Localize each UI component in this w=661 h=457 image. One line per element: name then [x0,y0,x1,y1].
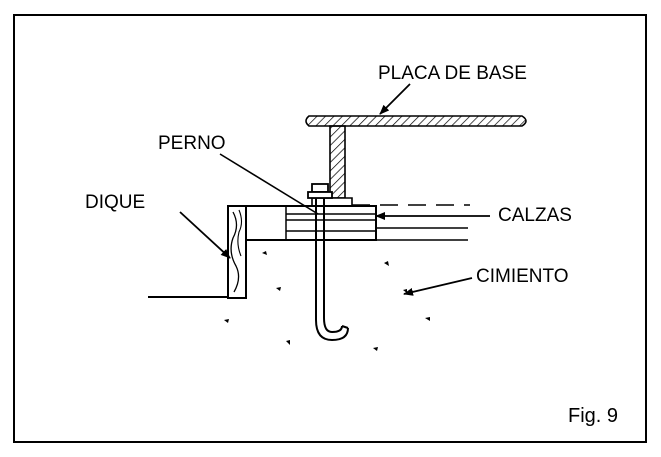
dique-arrow [179,211,231,259]
figure-caption: Fig. 9 [568,405,619,427]
bolt-washer [307,191,333,199]
dique-wood-grain [230,211,240,293]
anchor-bolt [315,192,349,342]
label-placa-de-base: PLACA DE BASE [378,63,527,84]
base-plate-flange [305,115,527,127]
anchor-bolt-tip [341,325,349,329]
cimiento-arrow [403,277,473,296]
label-cimiento: CIMIENTO [476,266,569,287]
perno-leader [219,153,319,215]
shim-block [245,205,377,241]
placa-arrow [379,83,411,115]
base-plate-web [329,125,346,199]
label-perno: PERNO [158,133,226,154]
base-plate-foot [311,197,353,207]
bolt-nut [311,183,329,193]
concrete-aggregate [224,251,430,351]
anchor-bolt-inner [323,192,343,334]
label-dique: DIQUE [85,192,146,213]
label-calzas: CALZAS [498,205,572,226]
dique-wood-grain-2 [237,209,243,257]
figure-border [13,14,647,443]
